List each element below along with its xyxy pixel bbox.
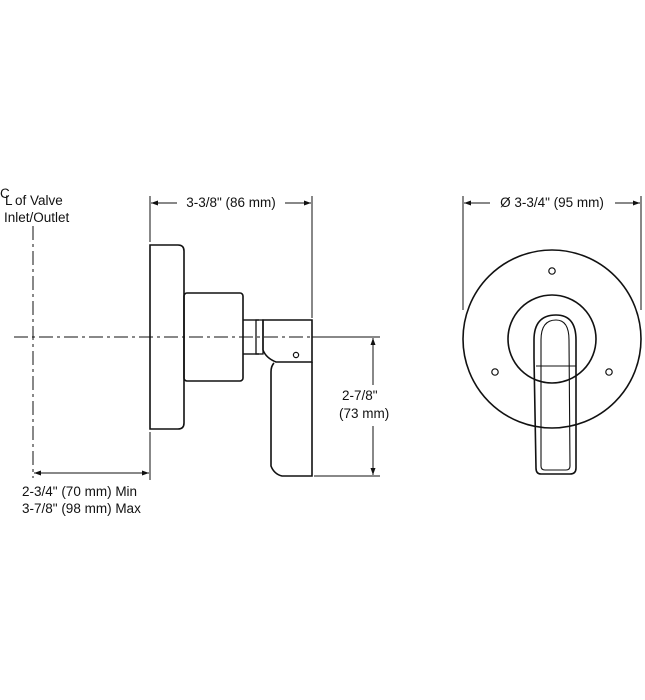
lever-blade-side [270, 362, 313, 477]
diameter-arrow-left [464, 200, 471, 206]
offset-arrow-right [142, 470, 149, 476]
depth-arrow-left [151, 200, 158, 206]
escutcheon-plate-side [149, 244, 185, 430]
mounting-hole-right [605, 368, 613, 376]
lever-handle-front [533, 314, 577, 475]
centerline-symbol: C [0, 186, 10, 201]
handle-hub [183, 292, 244, 382]
offset-arrow-left [34, 470, 41, 476]
mounting-hole-left [491, 368, 499, 376]
diameter-arrow-right [633, 200, 640, 206]
handle-height-label-line1: 2-7/8" [342, 388, 378, 403]
offset-max-label: 3-7/8" (98 mm) Max [22, 501, 141, 516]
depth-dimension-label: 3-3/8" (86 mm) [186, 195, 276, 210]
side-view: 3-3/8" (86 mm) 2-7/8" (73 mm) 2-3/4" (70… [0, 186, 389, 516]
escutcheon-plate-front [462, 249, 642, 429]
handle-hub-front [507, 294, 597, 384]
centerline-label-line2: Inlet/Outlet [4, 210, 70, 225]
lever-handle-front-inner [540, 319, 571, 471]
centerline-symbol-subscript: L [5, 193, 13, 208]
diameter-dimension-label: Ø 3-3/4" (95 mm) [500, 195, 604, 210]
mounting-hole-top [548, 267, 556, 275]
depth-arrow-right [304, 200, 311, 206]
handle-height-arrow-bottom [370, 468, 376, 475]
lever-handle-side [262, 319, 313, 363]
handle-height-arrow-top [370, 338, 376, 345]
centerline-label-line1: of Valve [15, 193, 63, 208]
handle-height-label-line2: (73 mm) [339, 406, 389, 421]
set-screw-hole [292, 351, 300, 359]
front-view: Ø 3-3/4" (95 mm) [462, 195, 642, 475]
offset-min-label: 2-3/4" (70 mm) Min [22, 484, 137, 499]
